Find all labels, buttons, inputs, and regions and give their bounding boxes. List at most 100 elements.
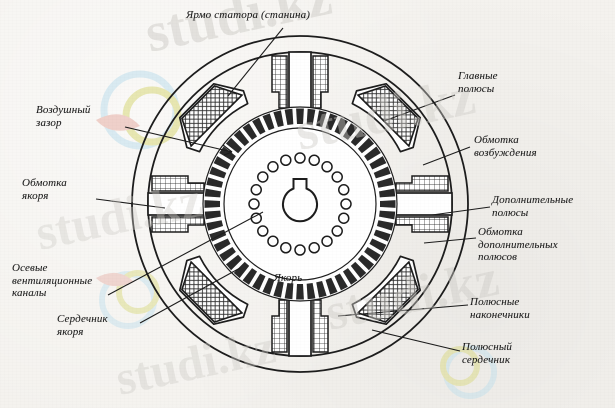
armature-slot [357,137,375,154]
ventilation-hole [308,154,320,166]
ventilation-hole [280,242,292,254]
interpole [271,298,329,357]
armature-slot [206,177,224,188]
interpole [394,175,453,233]
armature-slot [364,246,381,262]
air-gap-arrow-icon [222,144,233,156]
armature-slot [252,273,266,291]
main-pole [178,82,249,153]
ventilation-hole [338,184,350,196]
interpole [147,175,206,233]
armature-slot [357,254,375,271]
leader-stator-yoke [227,27,284,97]
armature-slot [233,261,250,279]
armature-slot [376,220,394,231]
main-poles-group [178,82,422,326]
ventilation-hole [267,161,279,173]
leader-interpoles [431,206,491,216]
label-interpoles: Дополнительные полюсы [492,194,574,219]
armature-slot [273,280,284,298]
armature-slot [373,166,391,179]
armature-slot [306,108,316,125]
label-pole-shoes: Полюсные наконечники [470,296,530,321]
ventilation-hole [250,184,262,196]
armature-slot [342,268,358,285]
leader-axial-ventilation-ducts [107,211,264,296]
label-air-gap: Воздушный зазор [36,104,91,129]
leader-air-gap [124,126,233,153]
leader-pole-core [371,329,461,352]
armature-slot [306,283,316,300]
armature-slot [225,137,243,154]
armature-slot [204,188,221,198]
armature-slot [373,229,391,242]
leader-main-poles [383,94,456,122]
armature-slot [242,123,258,140]
armature-slot [316,110,327,128]
ventilation-hole [267,235,279,247]
armature-slot [206,220,224,231]
armature-slot [364,146,381,162]
shaft-bore-with-keyway [282,178,318,223]
ventilation-hole [338,212,350,224]
armature-slot [213,156,231,170]
leader-lines [95,27,491,352]
watermark-layer [96,70,497,399]
armature-slot [233,129,250,147]
armature-slot [316,280,327,298]
armature-slot [369,156,387,170]
leader-armature-winding [95,198,166,209]
ventilation-hole [321,161,333,173]
ventilation-hole [294,152,306,164]
interpole [271,51,329,110]
label-main-poles: Главные полюсы [458,70,498,95]
armature-slot [350,129,367,147]
label-field-winding: Обмотка возбуждения [474,134,537,159]
leader-armature-core [139,267,241,324]
armature-slot [350,261,367,279]
armature-slot [296,108,304,124]
label-armature-winding: Обмотка якоря [22,177,67,202]
watermark-flower-icon [96,70,182,150]
armature-slot [284,283,294,300]
ventilation-hole [321,235,333,247]
armature-slot [204,200,220,208]
label-armature-core: Сердечник якоря [57,313,108,338]
armature-slot [342,123,358,140]
armature-slot [213,238,231,252]
watermark-flower-icon-3 [440,345,497,399]
ventilation-hole [250,212,262,224]
interpoles-group [147,51,453,357]
armature-slot [242,268,258,285]
armature-slot [262,277,275,295]
ventilation-hole [248,198,260,210]
armature-slot [380,200,396,208]
ventilation-hole [280,154,292,166]
armature-core-circle [223,127,377,281]
armature-slot [284,108,294,125]
main-pole [351,82,422,153]
label-pole-core: Полюсный сердечник [462,341,513,366]
armature-slot [225,254,243,271]
label-stator-yoke: Ярмо статора (станина) [186,9,311,21]
armature-slot [369,238,387,252]
armature-slot [334,273,348,291]
ventilation-hole [257,225,269,237]
armature-slot [252,117,266,135]
axial-ventilation-ducts [248,152,352,256]
armature-slot [209,166,227,179]
ventilation-hole [340,198,352,210]
armature-slot [296,284,304,300]
armature-slot [325,113,338,131]
leader-interpole-winding [423,237,477,244]
armature-slot [379,188,396,198]
leader-field-winding [422,146,471,166]
armature-slot [219,246,236,262]
armature-slot [273,110,284,128]
armature-slot [325,277,338,295]
armature-slot [376,177,394,188]
armature-slot [334,117,348,135]
leader-pole-shoes [337,304,469,317]
